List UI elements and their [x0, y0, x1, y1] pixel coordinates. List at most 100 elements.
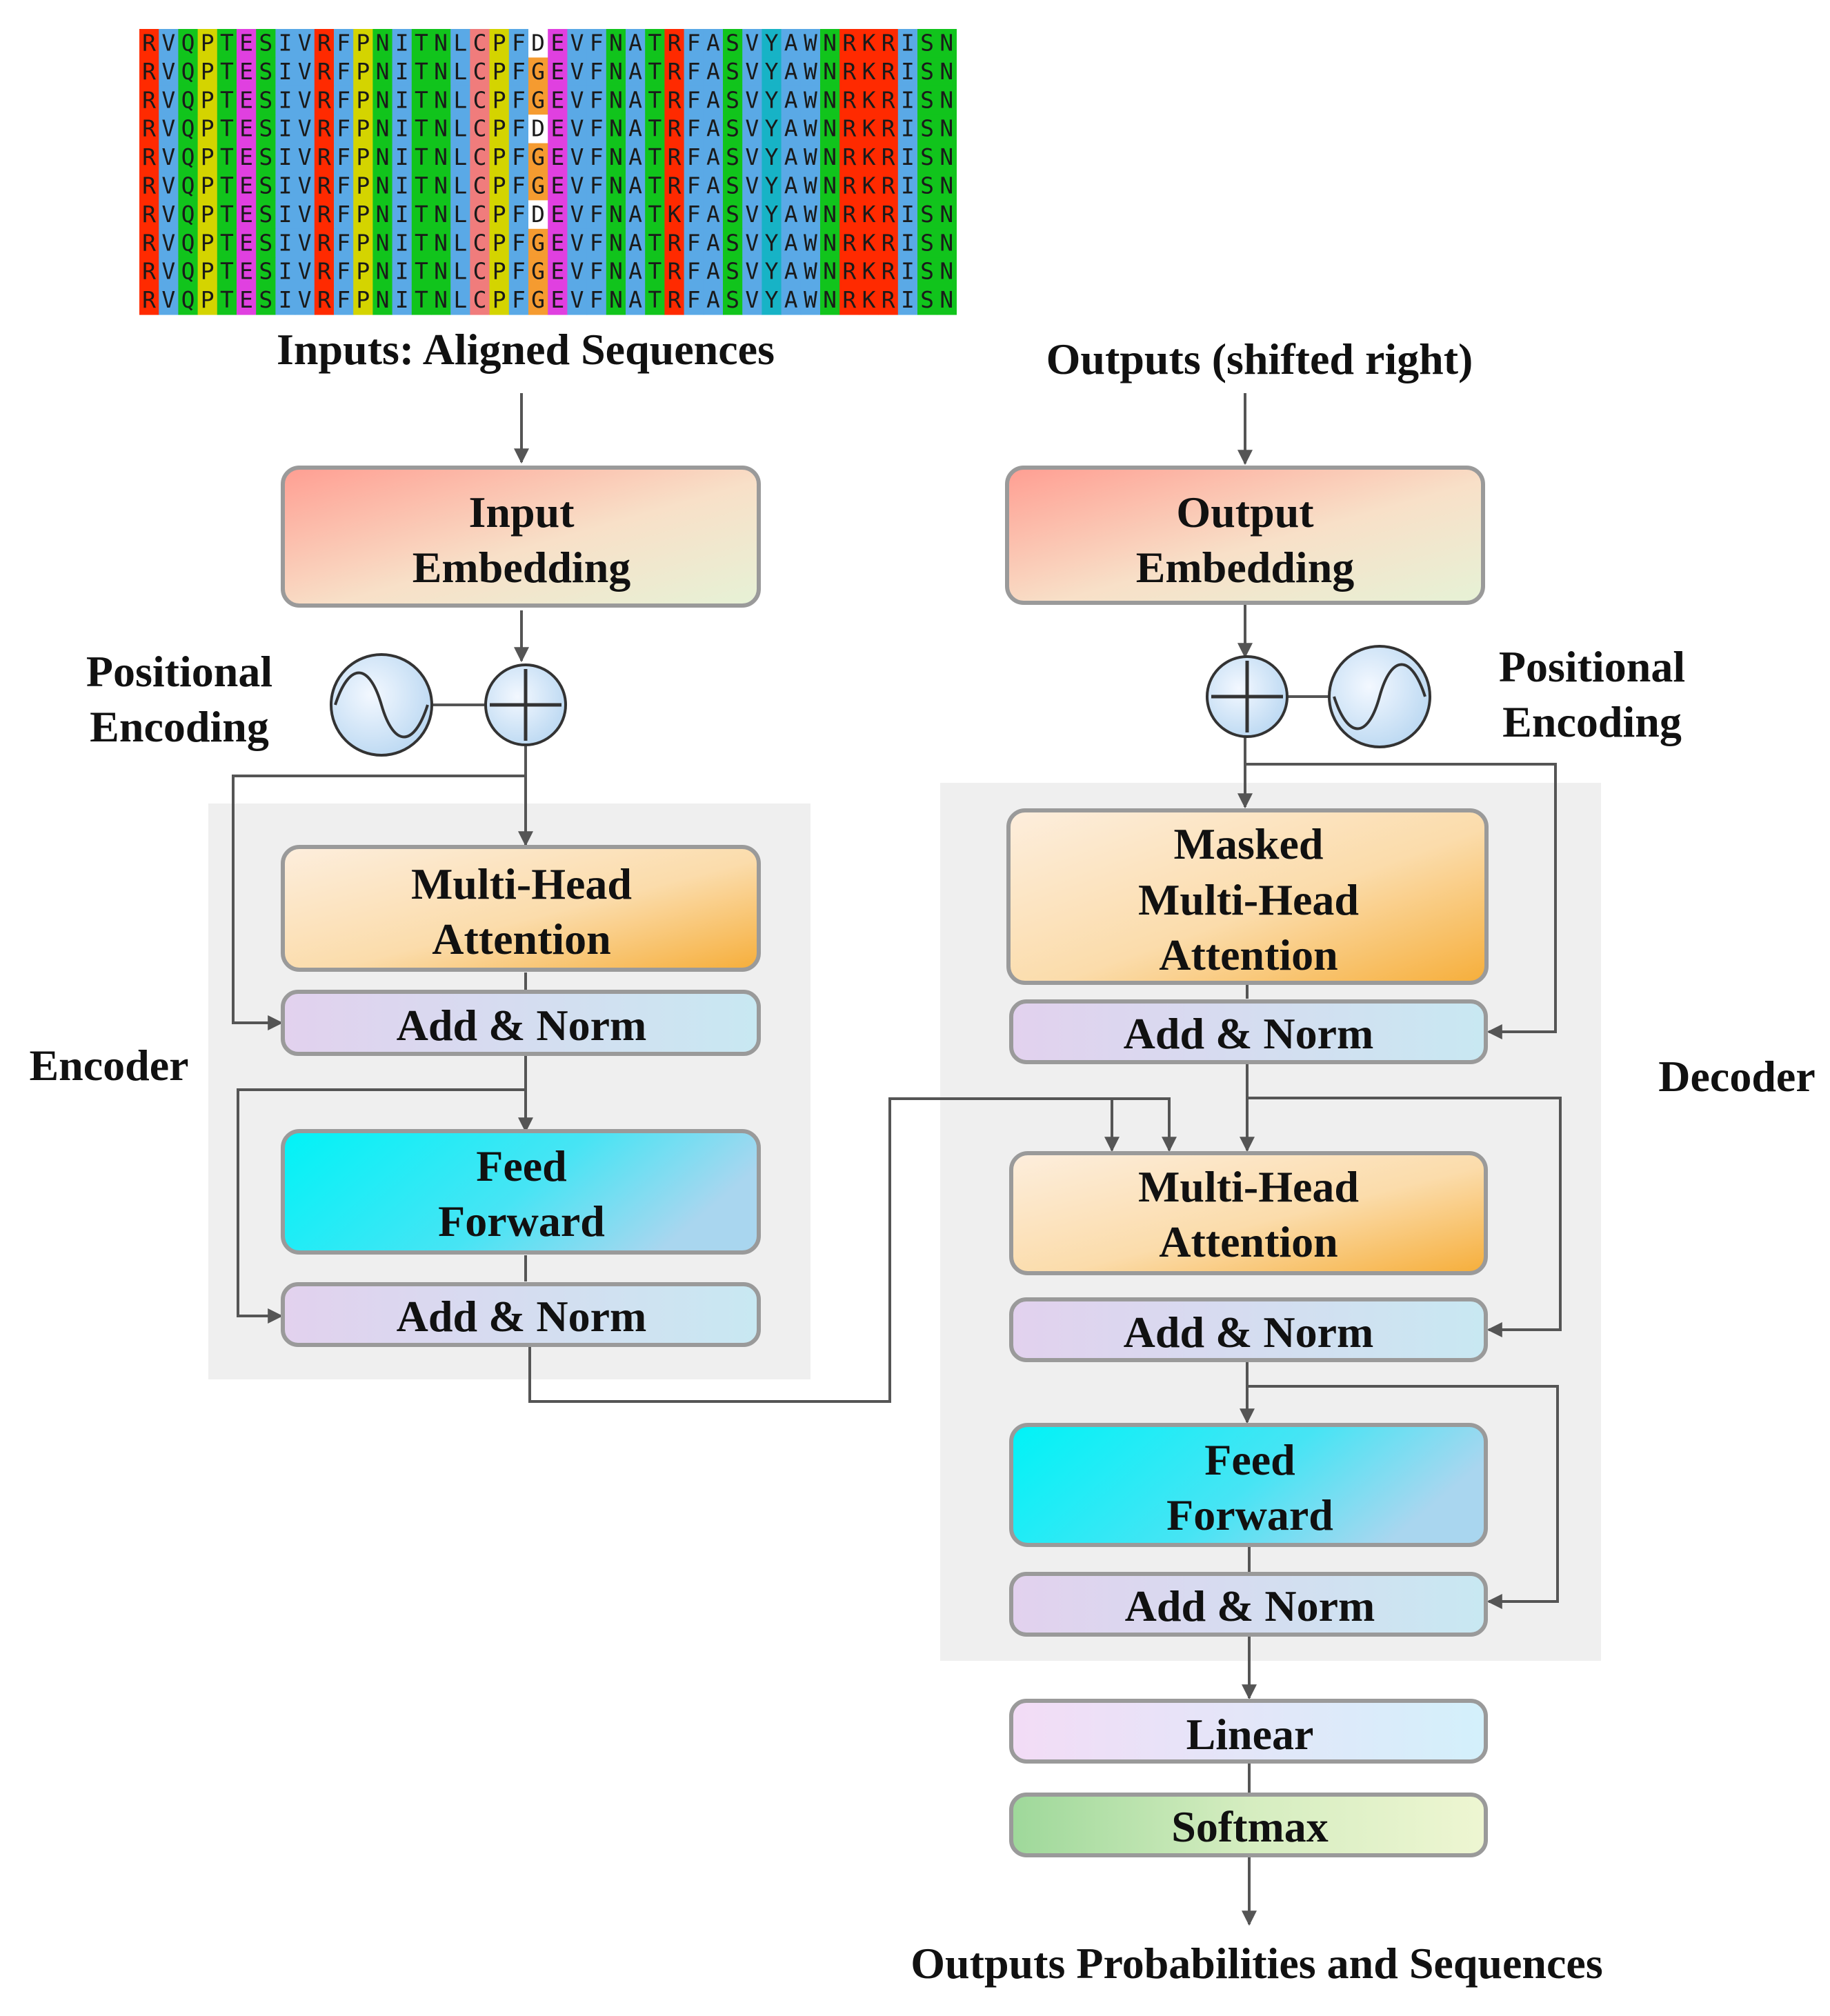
residue-cell	[548, 114, 568, 144]
residue-cell	[411, 114, 432, 144]
residue-cell	[762, 86, 782, 115]
residue-letter: L	[453, 229, 467, 256]
residue-cell	[742, 286, 762, 315]
sine-wave-icon	[1328, 645, 1431, 748]
residue-cell	[820, 228, 840, 258]
residue-cell	[917, 200, 937, 230]
residue-letter: N	[823, 58, 837, 85]
residue-cell	[139, 29, 159, 58]
decoder-attention-line1: Multi-Head	[1138, 1162, 1359, 1211]
residue-cell	[392, 86, 412, 115]
residue-letter: S	[726, 258, 739, 285]
residue-cell	[897, 286, 918, 315]
residue-letter: N	[823, 229, 837, 256]
residue-letter: N	[939, 115, 953, 142]
residue-letter: V	[570, 143, 584, 170]
residue-cell	[742, 228, 762, 258]
residue-letter: T	[648, 286, 662, 313]
residue-letter: R	[317, 30, 331, 57]
masked-attention-line1: Masked	[1174, 819, 1324, 868]
residue-letter: V	[161, 115, 175, 142]
residue-letter: S	[259, 86, 272, 113]
residue-letter: L	[453, 58, 467, 85]
residue-cell	[470, 286, 490, 315]
residue-cell	[470, 114, 490, 144]
residue-letter: G	[531, 143, 545, 170]
residue-letter: K	[862, 229, 876, 256]
residue-cell	[470, 257, 490, 287]
residue-letter: R	[668, 30, 682, 57]
residue-cell	[256, 286, 276, 315]
residue-letter: R	[842, 258, 856, 285]
residue-cell	[606, 29, 626, 58]
residue-letter: C	[473, 286, 487, 313]
residue-cell	[295, 57, 315, 87]
residue-cell	[723, 172, 743, 201]
residue-cell	[859, 200, 879, 230]
residue-letter: N	[609, 143, 623, 170]
residue-letter: F	[590, 86, 604, 113]
residue-letter: N	[434, 172, 448, 199]
residue-cell	[859, 29, 879, 58]
encoder-attention-line1: Multi-Head	[411, 859, 632, 908]
residue-letter: C	[473, 115, 487, 142]
residue-letter: I	[279, 115, 292, 142]
residue-cell	[372, 114, 393, 144]
residue-cell	[508, 57, 529, 87]
residue-cell	[334, 286, 354, 315]
residue-cell	[217, 57, 237, 87]
residue-cell	[353, 29, 373, 58]
residue-cell	[334, 86, 354, 115]
residue-letter: F	[512, 172, 526, 199]
residue-cell	[528, 114, 548, 144]
residue-letter: P	[356, 258, 370, 285]
residue-cell	[392, 57, 412, 87]
residue-cell	[626, 29, 646, 58]
residue-cell	[431, 257, 451, 287]
residue-cell	[839, 172, 859, 201]
residue-cell	[781, 257, 802, 287]
residue-cell	[431, 143, 451, 172]
residue-cell	[645, 57, 665, 87]
residue-cell	[800, 29, 821, 58]
residue-cell	[820, 143, 840, 172]
residue-cell	[703, 228, 724, 258]
residue-letter: Q	[181, 143, 195, 170]
residue-cell	[159, 286, 179, 315]
residue-cell	[548, 143, 568, 172]
residue-letter: K	[862, 286, 876, 313]
residue-cell	[800, 86, 821, 115]
positional-encoding-right-line1: Positional	[1499, 642, 1685, 691]
residue-cell	[139, 200, 159, 230]
residue-letter: F	[512, 58, 526, 85]
residue-letter: S	[920, 201, 934, 228]
residue-letter: T	[220, 229, 234, 256]
residue-cell	[820, 86, 840, 115]
residue-letter: V	[298, 229, 312, 256]
residue-letter: S	[259, 229, 272, 256]
residue-letter: T	[648, 30, 662, 57]
residue-cell	[489, 57, 510, 87]
residue-letter: S	[920, 86, 934, 113]
residue-letter: S	[920, 172, 934, 199]
residue-letter: Y	[765, 201, 779, 228]
residue-letter: R	[668, 115, 682, 142]
residue-letter: P	[493, 258, 506, 285]
residue-cell	[781, 172, 802, 201]
residue-letter: N	[376, 286, 390, 313]
residue-cell	[859, 228, 879, 258]
residue-letter: Y	[765, 229, 779, 256]
residue-cell	[470, 29, 490, 58]
residue-letter: V	[298, 86, 312, 113]
output-embedding-line1: Output	[1176, 488, 1314, 537]
residue-letter: N	[376, 30, 390, 57]
residue-cell	[859, 86, 879, 115]
residue-cell	[839, 228, 859, 258]
residue-letter: A	[784, 30, 798, 57]
residue-cell	[703, 143, 724, 172]
residue-letter: I	[901, 58, 915, 85]
residue-cell	[431, 86, 451, 115]
residue-cell	[392, 228, 412, 258]
residue-cell	[859, 143, 879, 172]
residue-letter: F	[590, 30, 604, 57]
